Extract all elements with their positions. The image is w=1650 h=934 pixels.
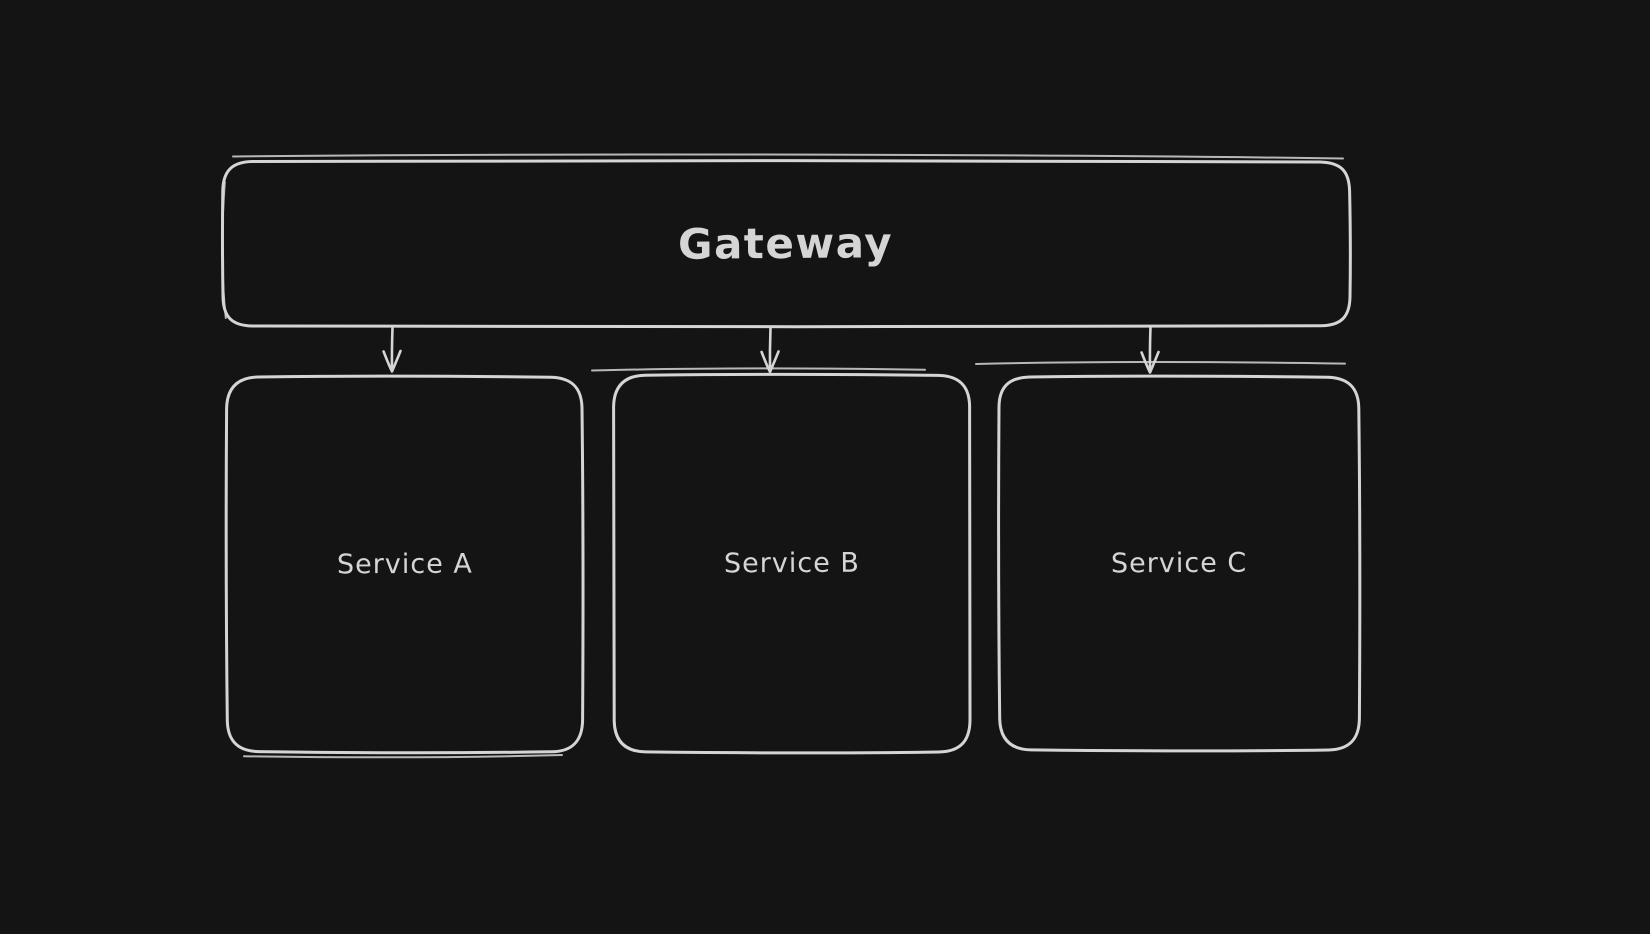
- service-c-node-outline: [975, 361, 1362, 753]
- arrow-gateway-to-service-b: [760, 326, 780, 374]
- arrow-a-shaft: [390, 326, 394, 372]
- node-service-a: Service A: [226, 376, 583, 753]
- service-b-sketch-line: [591, 367, 926, 372]
- service-a-sketch-line: [243, 754, 563, 759]
- service-a-rect-path: [224, 374, 585, 755]
- node-service-a-label: Service A: [336, 548, 473, 581]
- arrow-c-head: [1140, 350, 1160, 374]
- arrow-a-head: [382, 349, 402, 373]
- node-gateway: Gateway: [222, 160, 1350, 326]
- node-service-b-label: Service B: [723, 547, 860, 580]
- arrow-b-head: [760, 350, 780, 374]
- node-service-b: Service B: [613, 374, 970, 753]
- service-c-rect-path: [997, 374, 1362, 753]
- node-service-c: Service C: [998, 376, 1360, 751]
- service-b-rect-path: [611, 372, 972, 755]
- node-gateway-label: Gateway: [678, 217, 894, 269]
- arrow-gateway-to-service-a: [382, 326, 402, 373]
- arrow-b-shaft: [768, 326, 772, 373]
- gateway-sketch-line-left: [221, 181, 227, 319]
- arrow-c-shaft: [1148, 325, 1152, 374]
- node-service-c-label: Service C: [1110, 547, 1248, 580]
- service-c-sketch-line: [975, 361, 1346, 365]
- gateway-node-outline: [220, 153, 1352, 329]
- service-a-node-outline: [224, 374, 585, 759]
- gateway-sketch-line: [232, 153, 1344, 160]
- arrow-gateway-to-service-c: [1140, 325, 1160, 374]
